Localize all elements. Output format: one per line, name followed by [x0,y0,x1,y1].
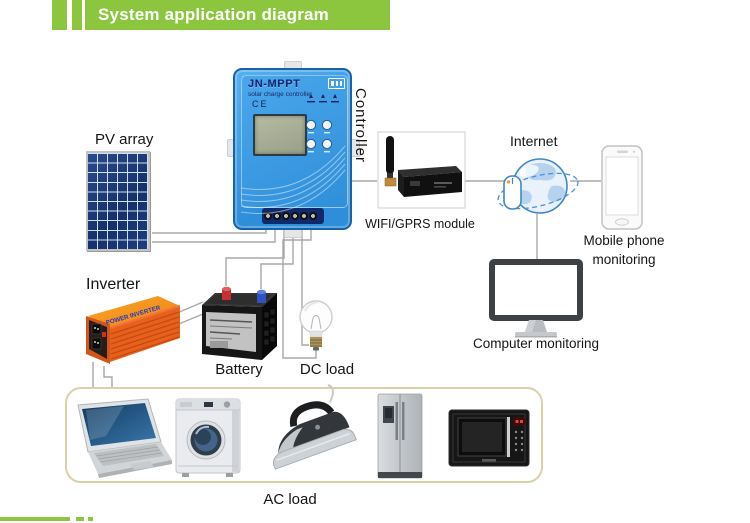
light-bulb-icon [299,300,333,351]
charge-controller-device: JN-MPPT solar charge controller CE [233,68,352,230]
bottom-accent-line [0,517,70,521]
computer-monitor-icon [489,259,583,338]
mouse-icon [503,175,522,210]
lcd-display [253,114,307,156]
wifi-module-label: WIFI/GPRS module [365,217,475,231]
mobile-phone-icon [601,145,643,230]
battery-icon [202,286,277,360]
battery-label: Battery [215,361,263,378]
iron-icon [272,384,357,470]
controller-model-text: JN-MPPT [248,78,301,90]
battery-positive-terminal [222,289,231,300]
brand-logo [328,78,345,89]
bottom-accent-dash-1 [76,517,84,521]
internet-label: Internet [510,133,558,149]
mobile-phone-label-line2: monitoring [592,252,656,267]
computer-monitoring-label: Computer monitoring [472,336,600,351]
terminal-strip [262,208,324,224]
header-accent-bar-1 [52,0,67,30]
mobile-phone-label-line1: Mobile phone [583,233,665,248]
battery-negative-terminal [257,292,266,303]
microwave-icon [448,409,530,467]
header-accent-bar-2 [72,0,82,30]
laptop-icon [77,398,172,478]
washing-machine-icon [175,398,241,477]
controller-decor [240,94,346,214]
controller-subtitle-text: solar charge controller [248,91,313,98]
inverter-label: Inverter [86,276,141,293]
refrigerator-icon [377,393,423,479]
dc-load-label: DC load [299,361,355,378]
internet-globe-icon [497,158,579,214]
page-title: System application diagram [85,0,390,30]
ac-load-label: AC load [263,491,317,508]
mobile-phone-label: Mobile phone monitoring [576,231,672,269]
controller-label: Controller [352,88,369,164]
inverter-icon: POWER INVERTER [86,296,181,364]
solar-panel-icon [86,151,150,251]
bottom-accent-dash-2 [88,517,93,521]
pv-array-label: PV array [95,131,154,148]
wifi-gprs-module-icon [377,131,466,209]
ce-mark: CE [252,99,269,109]
